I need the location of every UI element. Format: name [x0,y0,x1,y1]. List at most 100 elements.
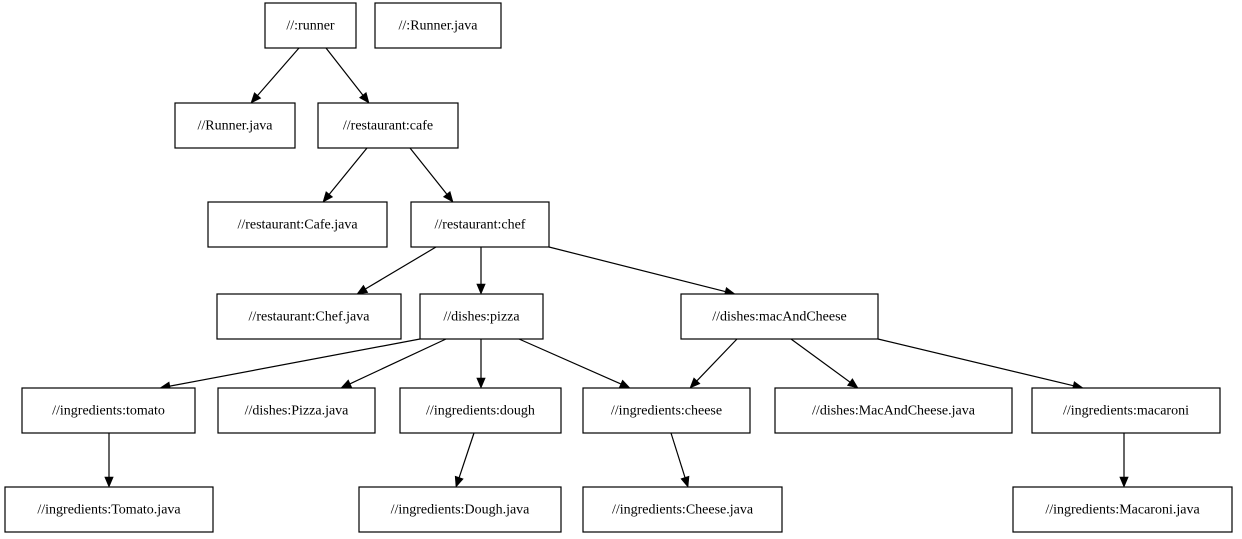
graph-node-ing_cheese[interactable]: //ingredients:cheese [582,387,751,434]
edge-line [409,147,448,195]
edge-ing_tomato-to-ing_tomato_java [104,433,114,488]
edge-arrowhead [476,283,486,295]
graph-node-restaurant_chef[interactable]: //restaurant:chef [410,201,550,248]
graph-node-dishes_pizza_java[interactable]: //dishes:Pizza.java [217,387,376,434]
node-label: //:Runner.java [399,19,479,34]
edge-line [257,47,300,96]
node-box[interactable] [217,387,376,434]
graph-node-ing_macaroni_java[interactable]: //ingredients:Macaroni.java [1012,486,1233,533]
node-box[interactable] [680,293,879,340]
node-label: //ingredients:cheese [611,404,722,419]
node-box[interactable] [419,293,544,340]
graph-node-restaurant_cafe_java[interactable]: //restaurant:Cafe.java [207,201,388,248]
graph-node-ing_dough_java[interactable]: //ingredients:Dough.java [358,486,562,533]
node-box[interactable] [264,2,357,49]
graph-node-restaurant_cafe[interactable]: //restaurant:cafe [317,102,459,149]
node-box[interactable] [317,102,459,149]
edge-line [349,338,447,385]
graph-node-ing_dough[interactable]: //ingredients:dough [399,387,562,434]
node-box[interactable] [216,293,402,340]
edge-dishes_pizza-to-ing_dough [476,339,486,389]
edge-line [169,338,421,387]
node-box[interactable] [410,201,550,248]
edge-dishes_macandcheese-to-ing_cheese [689,338,738,389]
node-label: //restaurant:cafe [343,119,433,134]
node-label: //dishes:macAndCheese [712,310,847,325]
graph-node-dishes_macandcheese[interactable]: //dishes:macAndCheese [680,293,879,340]
node-label: //ingredients:Macaroni.java [1045,503,1200,518]
node-label: //ingredients:tomato [52,404,165,419]
edge-arrowhead [689,377,701,389]
edge-dishes_pizza-to-ing_tomato [159,338,421,391]
node-box[interactable] [174,102,296,149]
graph-node-restaurant_chef_java[interactable]: //restaurant:Chef.java [216,293,402,340]
graph-node-runner[interactable]: //:runner [264,2,357,49]
node-box[interactable] [207,201,388,248]
node-box[interactable] [374,2,502,49]
edge-line [325,47,364,96]
nodes-layer: //:runner //:Runner.java //Runner.java //re… [4,2,1233,533]
edge-dishes_macandcheese-to-dishes_mac_java [790,338,859,389]
edge-dishes_pizza-to-ing_cheese [518,338,631,389]
edge-line [328,147,368,195]
graph-node-ing_cheese_java[interactable]: //ingredients:Cheese.java [582,486,783,533]
node-label: //:runner [286,19,335,34]
node-box[interactable] [4,486,214,533]
node-box[interactable] [399,387,562,434]
node-box[interactable] [774,387,1013,434]
node-label: //ingredients:dough [426,404,535,419]
node-box[interactable] [358,486,562,533]
node-label: //ingredients:Cheese.java [612,503,754,518]
node-label: //restaurant:Cafe.java [237,218,358,233]
edge-line [365,246,437,290]
edge-arrowhead [846,378,859,389]
edge-restaurant_cafe-to-restaurant_cafe_java [322,147,368,203]
edge-line [790,338,851,383]
edge-ing_cheese-to-ing_cheese_java [670,432,690,488]
node-label: //ingredients:Dough.java [391,503,531,518]
edge-runner-to-runner_java [250,47,300,104]
edge-arrowhead [476,377,486,389]
node-box[interactable] [582,387,751,434]
edge-arrowhead [358,92,370,104]
node-label: //dishes:pizza [443,310,520,325]
edge-restaurant_chef-to-dishes_pizza [476,247,486,295]
graph-node-ing_tomato[interactable]: //ingredients:tomato [21,387,196,434]
edge-arrowhead [356,284,369,295]
edge-arrowhead [322,191,334,203]
edge-arrowhead [250,92,262,104]
node-box[interactable] [21,387,196,434]
node-label: //dishes:MacAndCheese.java [812,404,976,419]
node-label: //ingredients:macaroni [1063,404,1189,419]
edge-arrowhead [618,379,631,389]
edge-dishes_macandcheese-to-ing_macaroni [877,338,1084,391]
node-label: //dishes:Pizza.java [245,404,350,419]
edge-line [518,338,622,385]
node-label: //restaurant:chef [435,218,526,233]
edge-arrowhead [454,475,464,488]
graph-node-runner_java_root[interactable]: //:Runner.java [374,2,502,49]
graph-node-ing_macaroni[interactable]: //ingredients:macaroni [1031,387,1221,434]
node-box[interactable] [1031,387,1221,434]
edge-runner-to-restaurant_cafe [325,47,370,104]
node-label: //Runner.java [197,119,273,134]
graph-node-dishes_pizza[interactable]: //dishes:pizza [419,293,544,340]
edge-dishes_pizza-to-dishes_pizza_java [340,338,447,389]
edge-arrowhead [340,379,353,389]
edge-line [548,246,726,293]
edge-line [877,338,1074,387]
edge-line [458,432,475,478]
edge-line [696,338,738,382]
node-label: //ingredients:Tomato.java [37,503,181,518]
edge-restaurant_chef-to-restaurant_chef_java [356,246,437,295]
node-box[interactable] [582,486,783,533]
graph-node-dishes_mac_java[interactable]: //dishes:MacAndCheese.java [774,387,1013,434]
graph-node-runner_java[interactable]: //Runner.java [174,102,296,149]
node-box[interactable] [1012,486,1233,533]
node-label: //restaurant:Chef.java [249,310,371,325]
graph-node-ing_tomato_java[interactable]: //ingredients:Tomato.java [4,486,214,533]
edge-line [670,432,686,478]
edge-arrowhead [1119,476,1129,488]
